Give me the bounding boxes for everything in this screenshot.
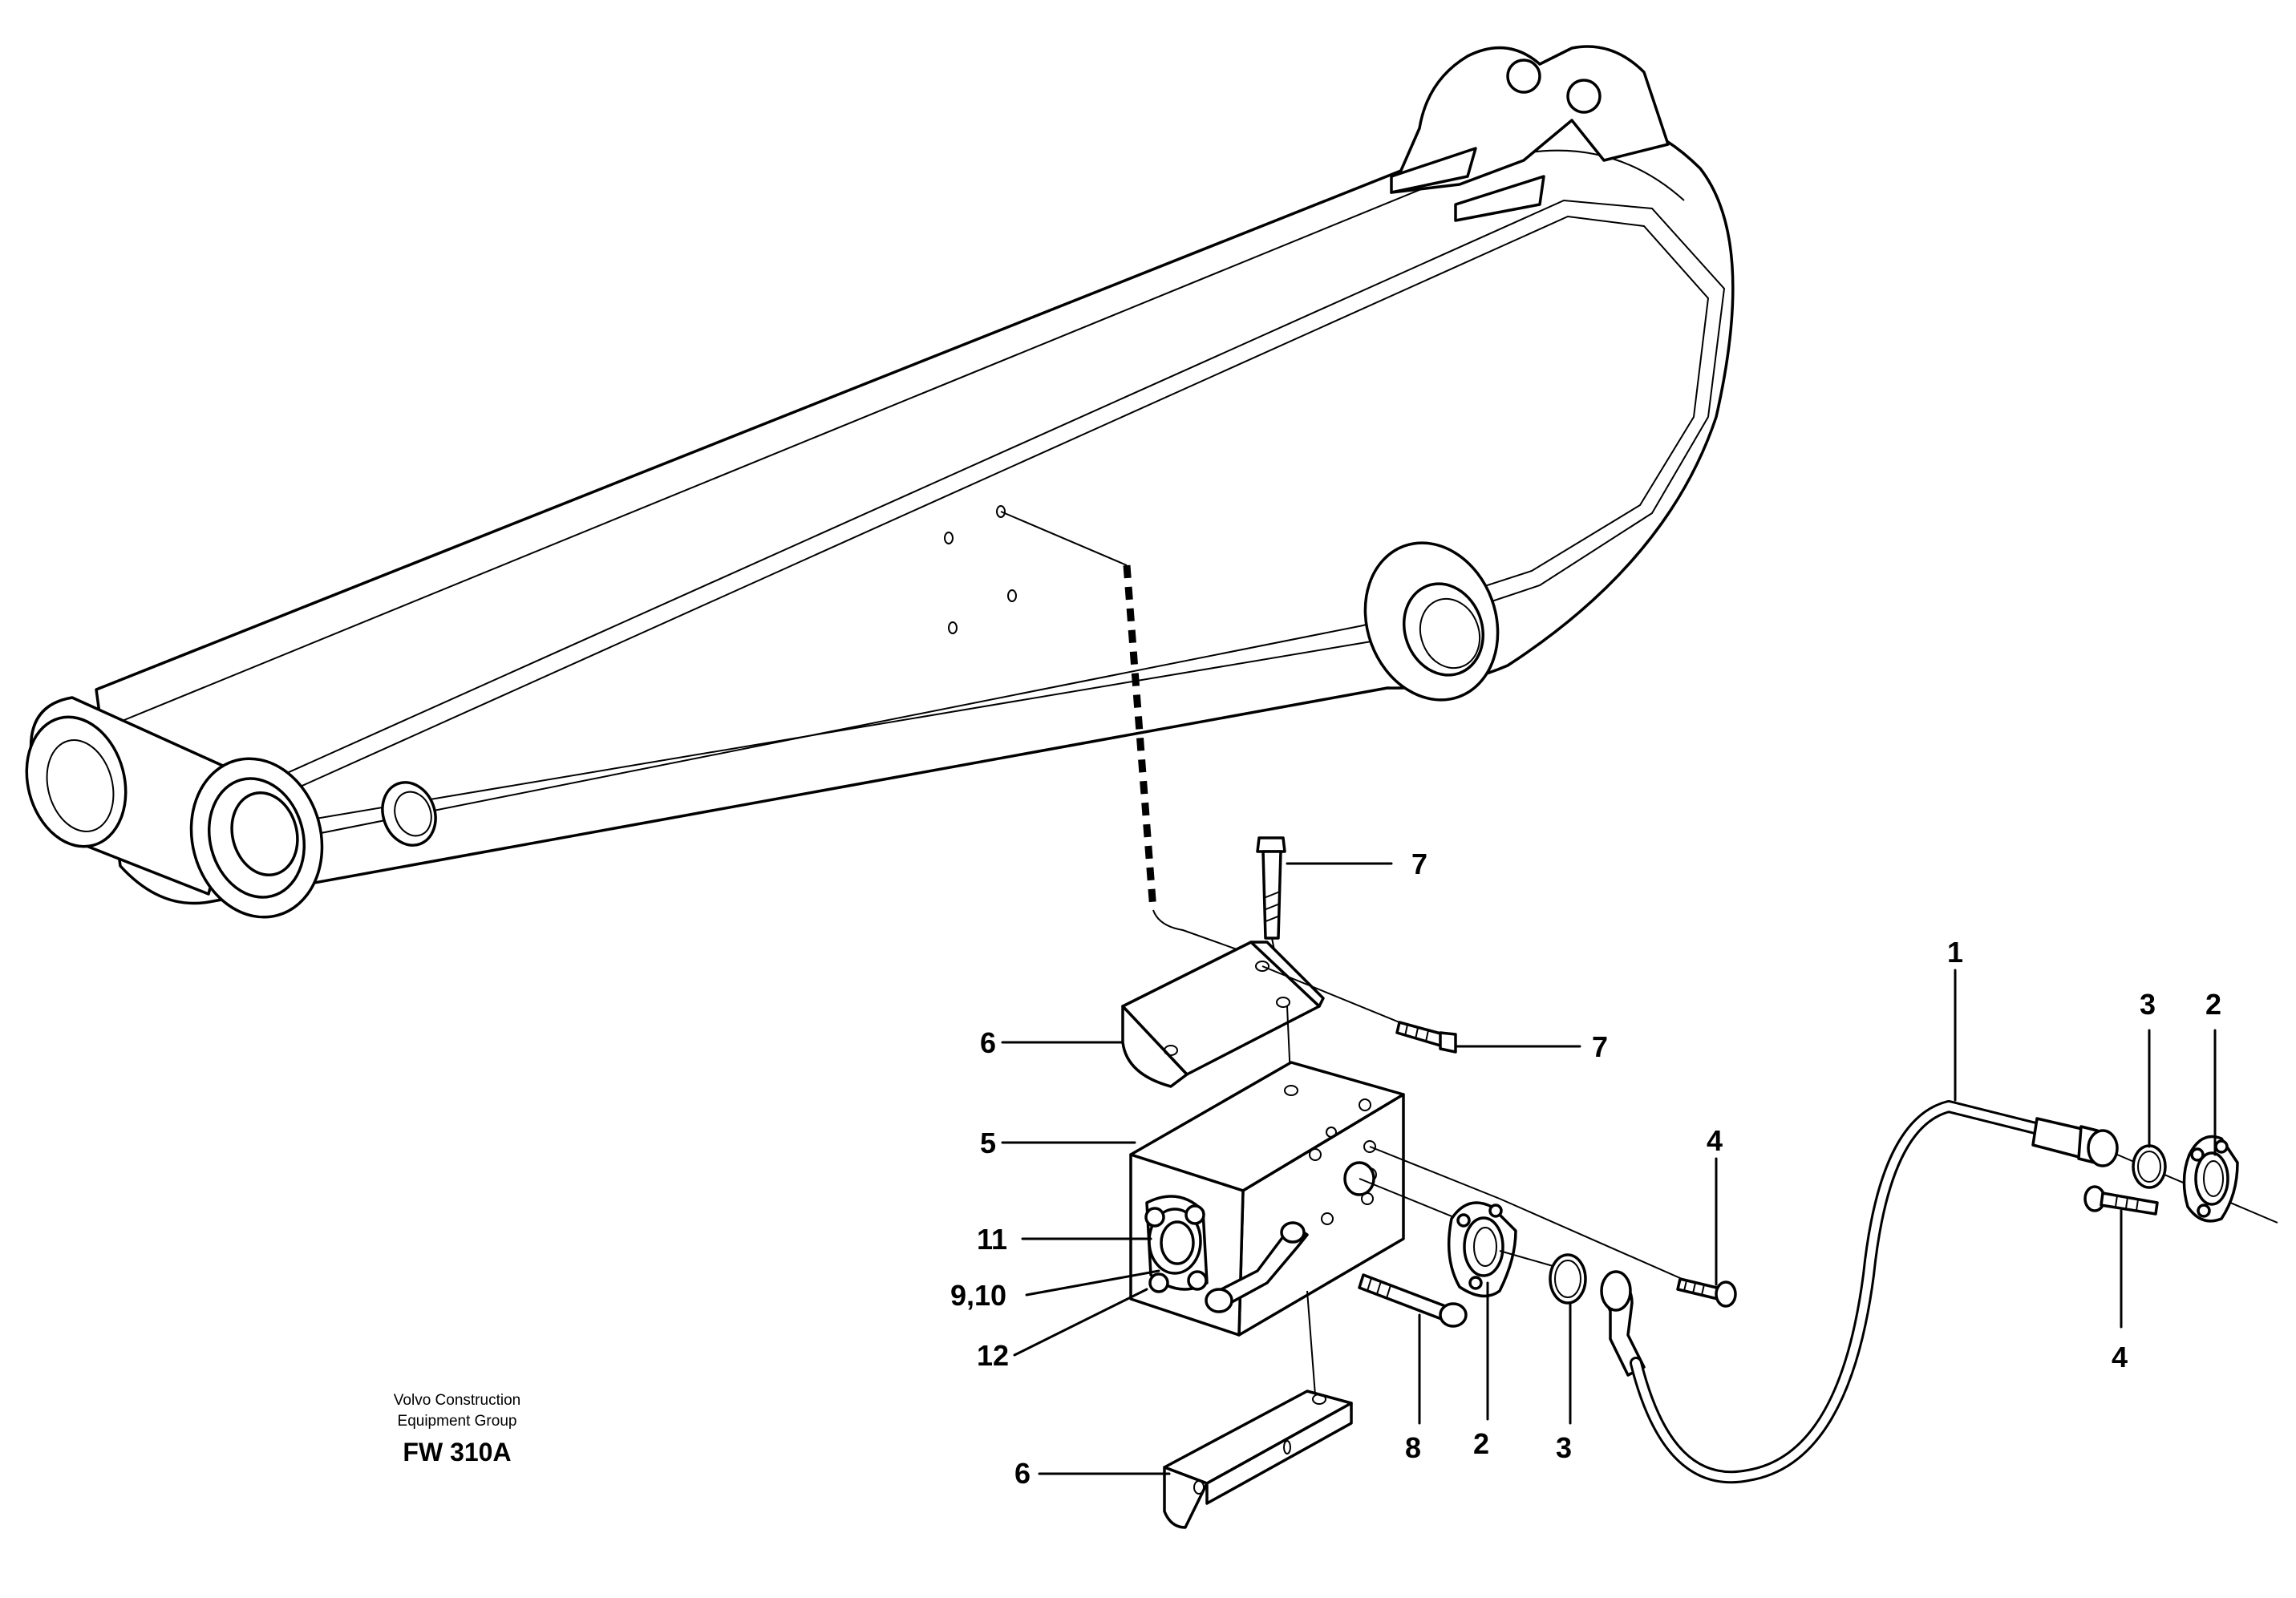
boom-arm [25, 45, 1735, 919]
oring-3-right [2132, 1144, 2167, 1189]
callout-3-left: 3 [1556, 1431, 1572, 1464]
callout-1: 1 [1947, 936, 1963, 969]
caption-company-line1: Volvo Construction [394, 1392, 520, 1409]
callout-12: 12 [977, 1339, 1009, 1372]
caption-code: FW 310A [403, 1438, 511, 1467]
callout-labels: 1 2 3 4 4 7 7 6 5 11 9,10 12 8 2 3 6 [950, 848, 2221, 1490]
callout-8: 8 [1405, 1431, 1421, 1464]
oring-3-left [1549, 1253, 1587, 1305]
bolt-8 [1358, 1273, 1468, 1328]
flange-2-right [2182, 1135, 2239, 1223]
callout-2-right: 2 [2205, 988, 2221, 1021]
callout-2-left: 2 [1473, 1427, 1489, 1460]
leader-lines [1001, 862, 2217, 1475]
callout-9-10: 9,10 [950, 1279, 1006, 1312]
callout-7-upper: 7 [1411, 848, 1427, 880]
upper-bracket-6 [1121, 941, 1325, 1095]
callout-6-lower: 6 [1014, 1457, 1031, 1490]
valve-block-5 [1129, 1061, 1405, 1337]
locator-line [1000, 511, 1128, 566]
callout-4-left: 4 [1707, 1124, 1723, 1157]
bolt-4-left [1676, 1277, 1737, 1308]
diagram-caption: Volvo Construction Equipment Group FW 31… [394, 1392, 520, 1467]
callout-3-right: 3 [2140, 988, 2156, 1021]
callout-7-lower: 7 [1592, 1030, 1608, 1063]
caption-company-line2: Equipment Group [398, 1413, 517, 1430]
callout-11: 11 [977, 1223, 1007, 1256]
callout-4-right: 4 [2112, 1341, 2128, 1373]
callout-6-upper: 6 [980, 1026, 996, 1059]
hose-1 [1600, 1100, 2278, 1484]
bolt-7-horizontal [1261, 965, 1457, 1054]
callout-5: 5 [980, 1127, 996, 1159]
lower-bracket-6 [1163, 1390, 1353, 1529]
bolt-4-right [2083, 1185, 2159, 1216]
flange-2-left [1447, 1201, 1517, 1298]
locator-dashed [1123, 564, 1157, 911]
